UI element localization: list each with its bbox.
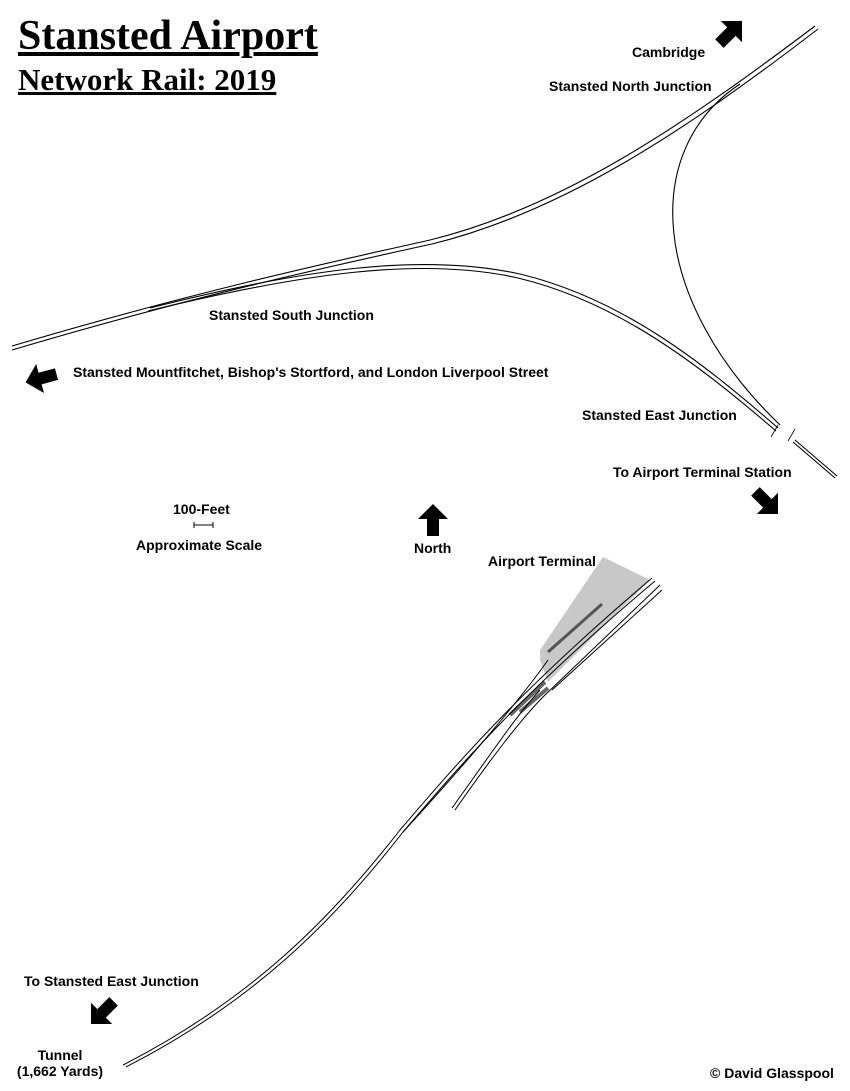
cambridge-arrow-icon xyxy=(708,10,753,55)
page-subtitle: Network Rail: 2019 xyxy=(18,62,277,97)
label-north-junction: Stansted North Junction xyxy=(549,78,712,94)
label-east-junction: Stansted East Junction xyxy=(582,407,737,423)
copyright: © David Glasspool xyxy=(710,1065,834,1081)
label-to-terminal-station: To Airport Terminal Station xyxy=(613,464,792,480)
scale-caption: Approximate Scale xyxy=(136,537,263,553)
terminal-line-tracks xyxy=(122,577,663,1068)
platform-dark xyxy=(508,680,550,717)
main-line-tracks xyxy=(11,25,838,479)
airport-terminal-building xyxy=(540,557,650,682)
terminal-station-arrow-icon xyxy=(744,480,789,525)
london-arrow-icon xyxy=(21,359,61,397)
label-tunnel-length: (1,662 Yards) xyxy=(16,1063,104,1079)
platform xyxy=(547,602,603,654)
label-north: North xyxy=(414,540,452,556)
label-airport-terminal: Airport Terminal xyxy=(488,553,596,569)
label-london: Stansted Mountfitchet, Bishop's Stortfor… xyxy=(73,364,549,380)
page-title: Stansted Airport xyxy=(18,13,318,59)
east-junction-arrow-icon xyxy=(80,990,125,1035)
label-cambridge: Cambridge xyxy=(632,44,706,60)
label-south-junction: Stansted South Junction xyxy=(209,307,374,323)
scale-value: 100-Feet xyxy=(173,501,230,517)
scale-bar xyxy=(193,522,214,528)
label-tunnel: Tunnel xyxy=(37,1047,83,1063)
label-to-east-junction: To Stansted East Junction xyxy=(24,973,199,989)
north-arrow-icon xyxy=(418,504,448,536)
